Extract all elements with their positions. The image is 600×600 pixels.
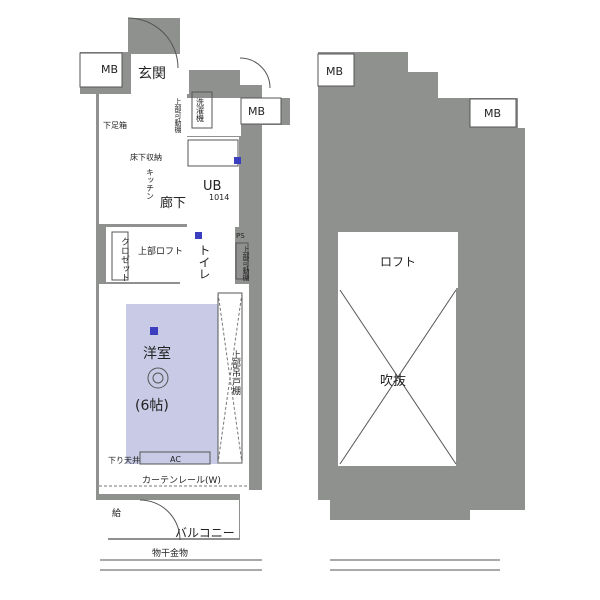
- ps-label: PS: [236, 232, 245, 240]
- left-floor-plan: MB MB 玄関 洗濯機 上部可動棚 下足箱 床下収納 キッチン UB 1014…: [79, 17, 290, 571]
- balcony-label: バルコニー: [175, 526, 235, 540]
- supply-label: 給: [112, 507, 121, 519]
- closet-label: クロゼット: [119, 237, 130, 282]
- ub-label: UB: [203, 179, 221, 194]
- ac-label: AC: [170, 455, 181, 464]
- toilet-label: トイレ: [197, 244, 211, 280]
- loft-upper-label: 上部ロフト: [138, 245, 183, 257]
- shelf-upper-label: 上部可動棚: [242, 245, 250, 282]
- ceiling-low-label: 下り天井: [108, 455, 140, 465]
- floor-storage-label: 床下収納: [130, 152, 162, 162]
- upper-door-shelf-label: 上部吊戸棚: [230, 350, 241, 396]
- entrance-label: 玄関: [138, 65, 166, 82]
- washer-label: 洗濯機: [196, 97, 205, 123]
- right-floor-plan: MB MB ロフト 吹抜: [317, 52, 525, 571]
- mb-right-label: MB: [484, 107, 501, 120]
- mb-mid-label: MB: [248, 105, 265, 118]
- room-size-label: (6帖): [135, 398, 169, 414]
- hall-label: 廊下: [160, 195, 186, 211]
- curtain-rail-label: カーテンレール(W): [142, 475, 221, 486]
- hanger-label: 物干金物: [152, 547, 188, 559]
- void-label: 吹抜: [380, 373, 406, 389]
- shoe-box-label: 下足箱: [103, 120, 127, 130]
- kitchen-label: キッチン: [146, 168, 155, 200]
- ub-size-label: 1014: [209, 193, 229, 202]
- mb-right-top-label: MB: [326, 65, 343, 78]
- mb-left-label: MB: [101, 63, 118, 76]
- wardrobe-label: 上部可動棚: [174, 97, 182, 134]
- room-name-label: 洋室: [143, 345, 171, 362]
- loft-label: ロフト: [380, 255, 416, 269]
